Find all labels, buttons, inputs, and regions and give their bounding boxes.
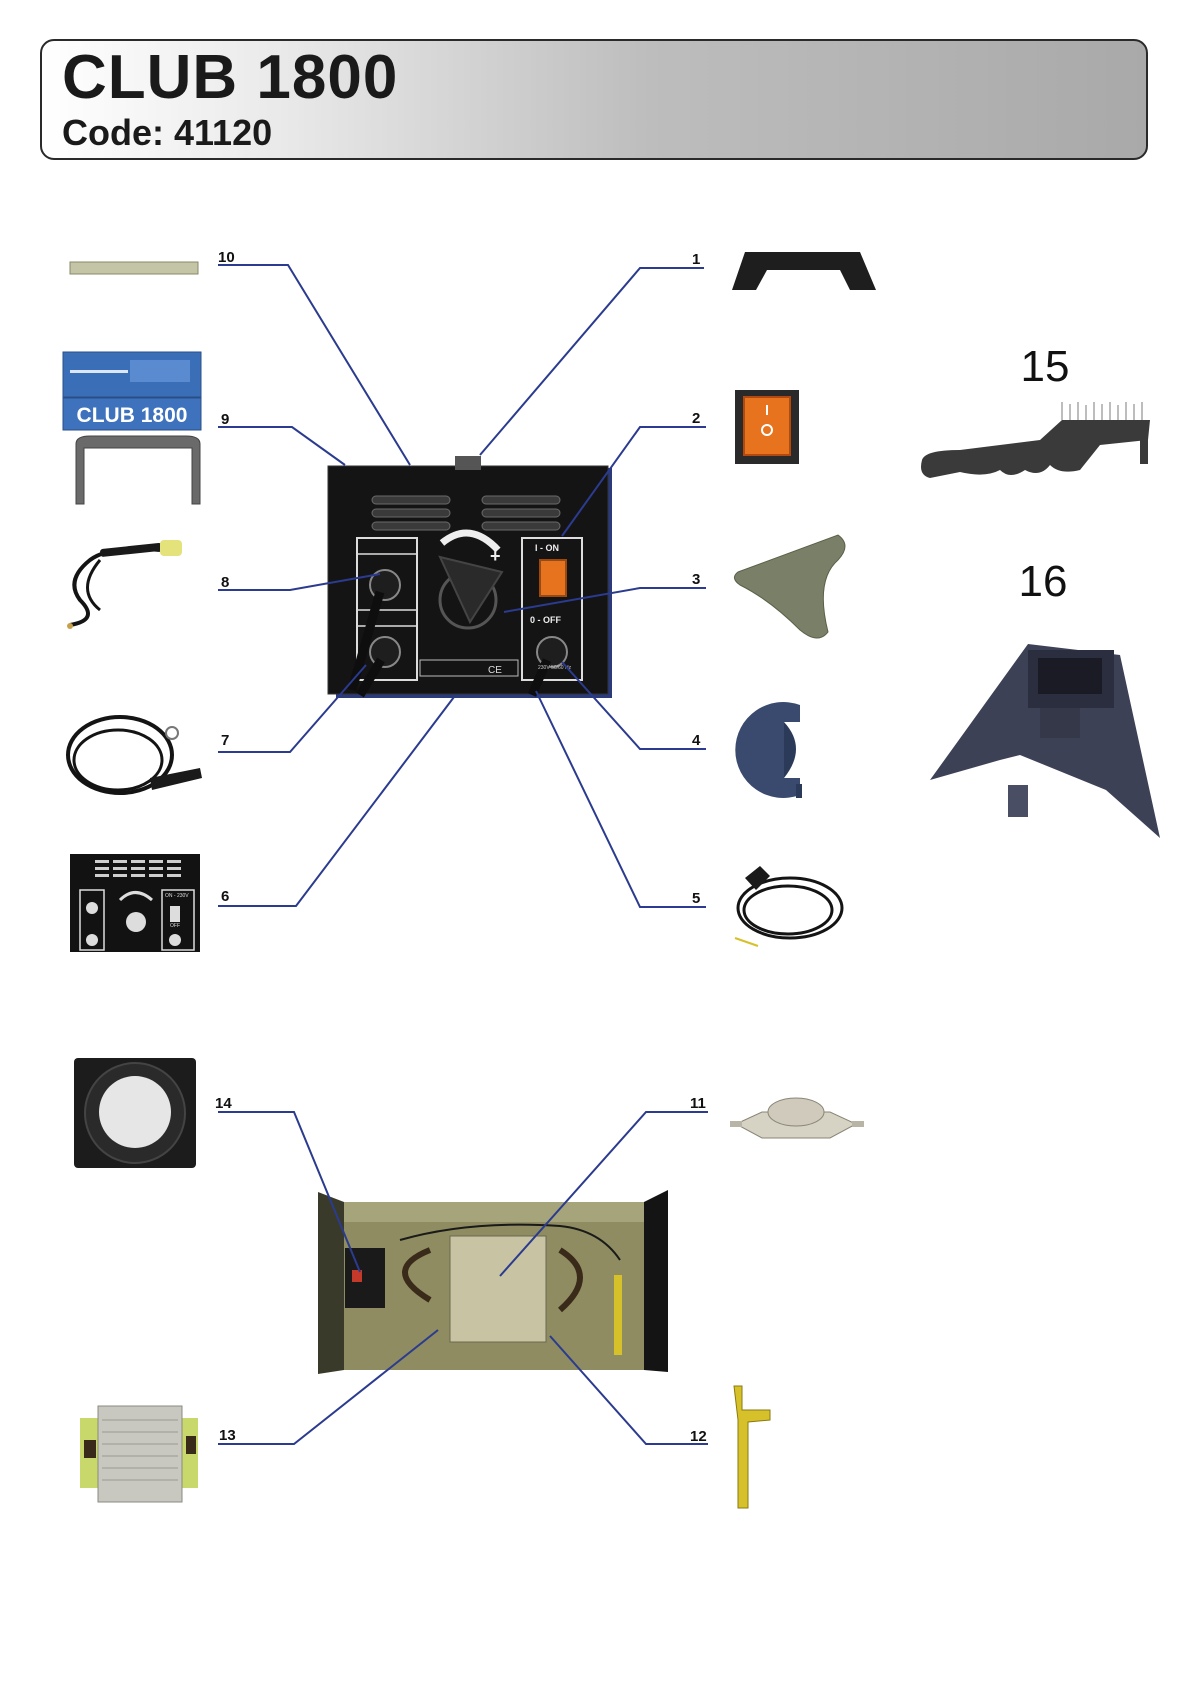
plus-icon: + [490,546,501,566]
part-2-number: 2 [692,410,700,427]
part-1-image [732,252,876,290]
power-switch [540,560,566,596]
part-6-image: ON - 230V OFF [70,854,200,952]
part-6-number: 6 [221,888,229,905]
panel-off-label: 0 - OFF [530,615,562,625]
part-6-on-label: ON - 230V [165,893,189,899]
part-16-number: 16 [1019,557,1068,606]
part-5-number: 5 [692,890,700,907]
part-13-number: 13 [219,1427,236,1444]
part-7-number: 7 [221,732,229,749]
part-4-number: 4 [692,732,701,749]
part-3-number: 3 [692,571,700,588]
part-11-number: 11 [690,1095,706,1112]
panel-on-label: I - ON [535,543,559,553]
internal-chassis [318,1190,668,1374]
part-8-image [67,540,182,629]
part-15-image [921,402,1150,478]
part-16-image [930,644,1160,838]
part-8-number: 8 [221,574,229,591]
part-14-number: 14 [215,1095,232,1112]
part-9-brand-label: CLUB 1800 [77,404,188,427]
part-10-image [70,262,198,274]
handle-stub [455,456,481,470]
part-13-image [80,1406,198,1502]
part-15-number: 15 [1021,342,1070,391]
part-9-image: CLUB 1800 [63,352,201,504]
part-6-off-label: OFF [170,923,180,929]
part-3-image [734,535,845,638]
part-7-image [68,717,202,793]
part-12-image [734,1386,770,1508]
part-12-number: 12 [690,1428,707,1445]
part-5-image [735,866,842,946]
part-1-number: 1 [692,251,700,268]
part-2-image [735,390,799,464]
panel-cert-mark: CE [488,665,502,676]
part-9-number: 9 [221,411,229,428]
part-11-image [730,1098,864,1138]
part-14-image [74,1058,196,1168]
part-10-number: 10 [218,249,235,266]
welder-front-unit: + I - ON 0 - OFF CE 230V 50/60 Hz [328,456,612,698]
part-4-image [735,702,802,798]
